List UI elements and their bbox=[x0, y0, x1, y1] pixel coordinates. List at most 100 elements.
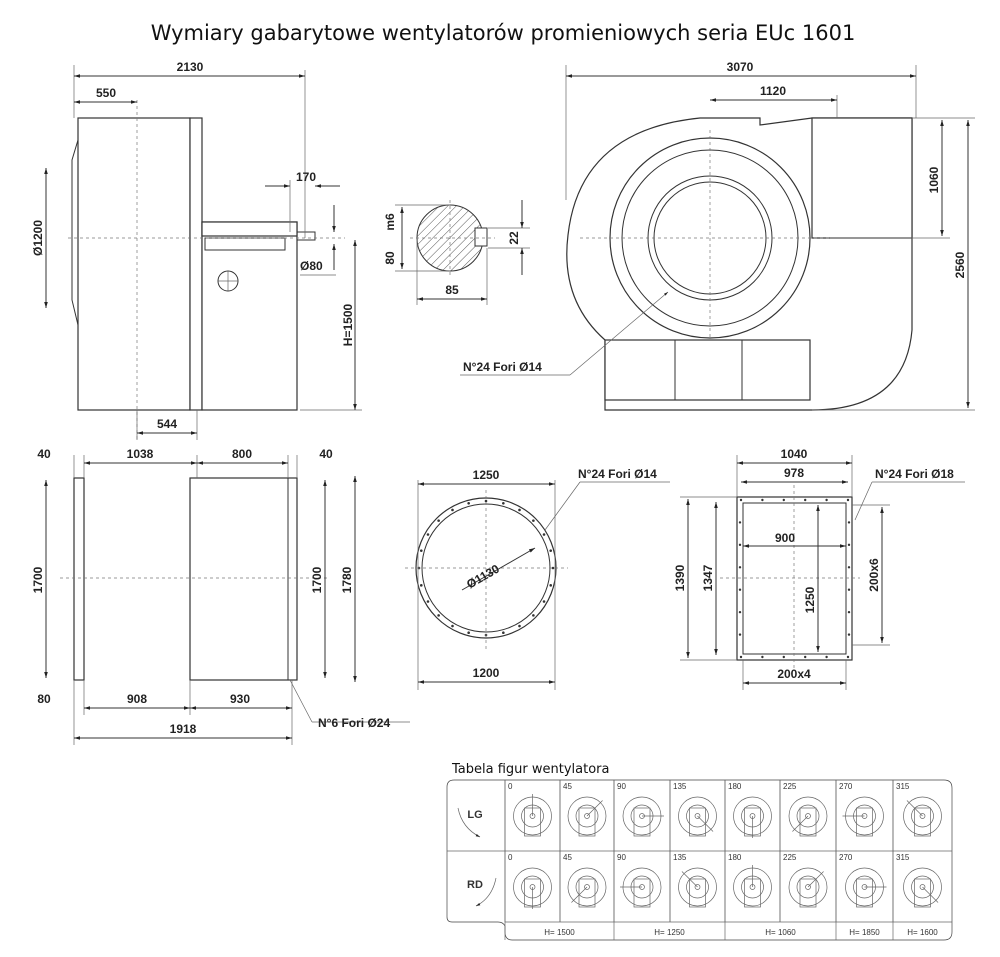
angle-label: 90 bbox=[617, 782, 626, 791]
angle-label: 180 bbox=[728, 853, 742, 862]
front-holes-label: N°24 Fori Ø14 bbox=[463, 360, 542, 374]
dim-height-inner: 1700 bbox=[310, 566, 324, 593]
bolt-hole bbox=[451, 508, 454, 512]
angle-label: 45 bbox=[563, 782, 572, 791]
fan-figure-icon bbox=[842, 796, 884, 837]
bolt-hole bbox=[518, 508, 521, 512]
bolt-hole bbox=[825, 655, 828, 659]
dim-flange-left: 40 bbox=[37, 447, 51, 461]
angle-label: 270 bbox=[839, 782, 853, 791]
angle-label: 225 bbox=[783, 782, 797, 791]
dim-outlet-hole-height: 1347 bbox=[701, 564, 715, 591]
height-label: H= 1060 bbox=[765, 928, 796, 937]
shaft-key-depth: 85 bbox=[445, 283, 459, 297]
dim-outlet-outer-width: 1040 bbox=[781, 447, 808, 461]
dim-width-left: 1038 bbox=[127, 447, 154, 461]
bolt-hole bbox=[551, 566, 555, 570]
dim-outlet-height: 1060 bbox=[927, 166, 941, 193]
bolt-hole bbox=[437, 519, 440, 522]
angle-label: 90 bbox=[617, 853, 626, 862]
outlet-flange-view: 1040 978 900 1250 1390 1347 200x6 200x4 … bbox=[673, 447, 965, 690]
dim-inlet-outer: 1250 bbox=[473, 468, 500, 482]
page-title: Wymiary gabarytowe wentylatorów promieni… bbox=[151, 21, 856, 45]
front-view: 3070 1120 1060 2560 N°24 Fori Ø14 bbox=[460, 60, 975, 411]
bolt-hole bbox=[426, 533, 430, 536]
fan-figure-icon bbox=[788, 796, 828, 837]
bolt-hole bbox=[739, 655, 743, 659]
fan-figure-icon bbox=[788, 867, 828, 908]
dim-shaft-diameter: Ø80 bbox=[300, 259, 323, 273]
figure-table-title: Tabela figur wentylatora bbox=[451, 762, 609, 777]
bolt-hole bbox=[467, 631, 470, 635]
bolt-hole bbox=[426, 600, 430, 603]
dim-overall-height: 2560 bbox=[953, 251, 967, 278]
dim-vertical-pitch: 200x6 bbox=[867, 558, 881, 592]
bolt-hole bbox=[502, 631, 505, 635]
rotation-arrow-icon bbox=[457, 807, 481, 838]
bolt-hole bbox=[484, 499, 488, 503]
fan-figure-icon bbox=[622, 796, 664, 837]
fan-figure-icon bbox=[678, 796, 717, 837]
bolt-hole bbox=[782, 655, 785, 659]
fan-figure-icon bbox=[903, 867, 942, 908]
bolt-hole bbox=[738, 543, 742, 547]
dim-inlet-inner: 1200 bbox=[473, 666, 500, 680]
fan-figure-icon bbox=[620, 867, 662, 908]
bolt-hole bbox=[738, 588, 742, 591]
angle-label: 225 bbox=[783, 853, 797, 862]
angle-label: 270 bbox=[839, 853, 853, 862]
bolt-hole bbox=[518, 624, 521, 628]
inlet-holes-label: N°24 Fori Ø14 bbox=[578, 467, 657, 481]
fan-figure-icon bbox=[733, 796, 772, 838]
bolt-hole bbox=[782, 498, 785, 502]
angle-label: 0 bbox=[508, 853, 513, 862]
bolt-hole bbox=[549, 584, 553, 587]
inlet-flange-view: 1250 Ø1130 1200 N°24 Fori Ø14 bbox=[405, 467, 670, 690]
dim-outlet-outer-height: 1390 bbox=[673, 564, 687, 591]
base-view: 40 1038 800 40 1700 1700 1780 80 908 930… bbox=[31, 447, 410, 745]
angle-label: 0 bbox=[508, 782, 513, 791]
side-view: 2130 550 170 Ø1200 Ø80 H=1500 544 bbox=[31, 60, 362, 440]
bolt-hole bbox=[532, 519, 535, 522]
bolt-hole bbox=[542, 600, 546, 603]
dim-outlet-hole-width: 978 bbox=[784, 466, 804, 480]
dim-outlet-offset: 1120 bbox=[760, 84, 786, 98]
bolt-hole bbox=[549, 549, 553, 552]
dim-foot-span-right: 930 bbox=[230, 692, 250, 706]
angle-label: 180 bbox=[728, 782, 742, 791]
dim-overall-length: 2130 bbox=[177, 60, 204, 74]
fan-figure-icon bbox=[513, 794, 552, 837]
bolt-hole bbox=[467, 501, 470, 505]
bolt-hole bbox=[846, 655, 850, 659]
height-label: H= 1500 bbox=[544, 928, 575, 937]
bolt-hole bbox=[502, 501, 505, 505]
bolt-hole bbox=[738, 610, 742, 614]
height-label: H= 1850 bbox=[849, 928, 880, 937]
fan-figure-icon bbox=[903, 796, 942, 837]
dim-foot-left: 80 bbox=[37, 692, 51, 706]
dim-inlet-diameter: Ø1200 bbox=[31, 220, 45, 256]
shaft-diameter: 80 bbox=[383, 251, 397, 265]
bolt-hole bbox=[738, 633, 742, 636]
angle-label: 135 bbox=[673, 782, 687, 791]
bolt-hole bbox=[847, 566, 851, 569]
dim-foot-span-left: 908 bbox=[127, 692, 147, 706]
dim-shaft-height: H=1500 bbox=[341, 303, 355, 346]
outlet-holes-label: N°24 Fori Ø18 bbox=[875, 467, 954, 481]
dim-shaft-length: 170 bbox=[296, 170, 316, 184]
bolt-hole bbox=[761, 498, 764, 502]
bolt-hole bbox=[437, 614, 440, 617]
dim-foot-total: 1918 bbox=[170, 722, 197, 736]
dim-outlet-inner-width: 900 bbox=[775, 531, 795, 545]
bolt-hole bbox=[804, 498, 807, 502]
shaft-section: m6 80 22 85 bbox=[383, 200, 530, 305]
dim-height-outer: 1780 bbox=[340, 566, 354, 593]
height-label: H= 1250 bbox=[654, 928, 685, 937]
bolt-hole bbox=[738, 566, 742, 569]
dim-horizontal-pitch: 200x4 bbox=[777, 667, 811, 681]
bolt-hole bbox=[451, 624, 454, 628]
bolt-hole bbox=[419, 549, 423, 552]
bolt-hole bbox=[847, 521, 851, 524]
bolt-hole bbox=[847, 610, 851, 614]
